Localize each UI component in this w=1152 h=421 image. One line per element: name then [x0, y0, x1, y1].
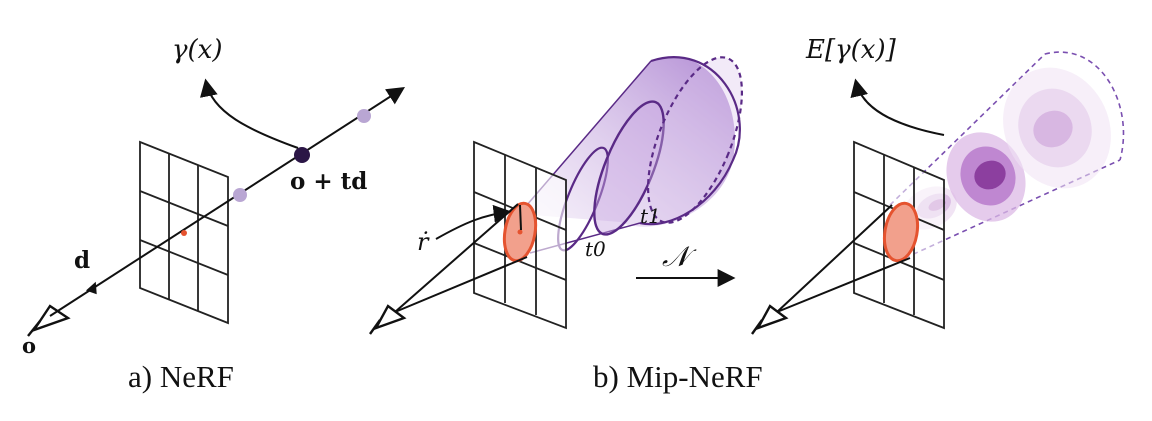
origin-label: o — [22, 333, 36, 358]
sample-point-1 — [181, 230, 187, 236]
direction-arrow-icon — [85, 281, 97, 295]
caption-a: a) NeRF — [128, 359, 234, 394]
sample-point-2 — [233, 188, 247, 202]
radius-label: ṙ — [417, 228, 430, 256]
t1-label: t1 — [640, 204, 661, 228]
camera-icon — [27, 304, 71, 337]
pixel-footprint-c — [882, 201, 920, 263]
gaussian-2 — [946, 132, 1026, 222]
radius-arrow — [435, 204, 512, 240]
expected-arrow — [850, 78, 945, 136]
panel-b-mipnerf: ṙ t0 t1 𝒩 — [369, 35, 1125, 394]
encoding-arrow — [200, 78, 299, 149]
expected-label: E[γ(x)] — [805, 35, 897, 65]
t0-label: t0 — [585, 237, 606, 261]
gaussian-3 — [1003, 67, 1111, 189]
encoding-label: γ(x) — [172, 35, 223, 65]
direction-label: d — [74, 247, 90, 274]
sample-point-3 — [294, 147, 310, 163]
panel-a-nerf: γ(x) o + td d o a) NeRF — [22, 35, 406, 394]
caption-b: b) Mip-NeRF — [593, 359, 763, 394]
normal-label: 𝒩 — [662, 240, 697, 273]
point-label: o + td — [290, 168, 367, 195]
ray-line — [49, 87, 406, 317]
sample-point-4 — [357, 109, 371, 123]
